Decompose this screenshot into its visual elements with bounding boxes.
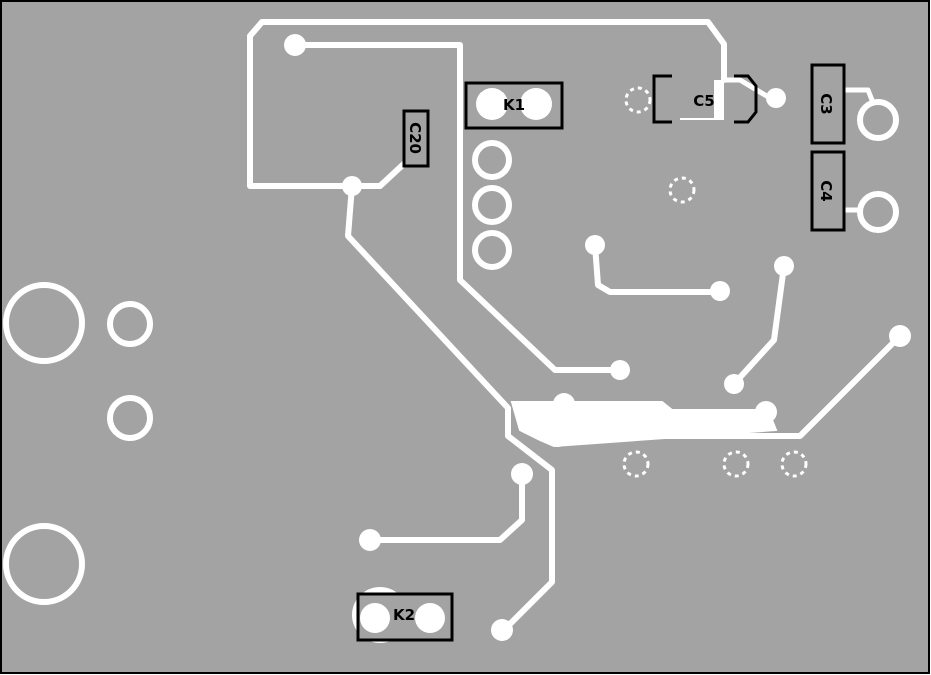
trace-top-loop [247, 19, 727, 189]
k1-pad-2 [472, 140, 512, 180]
via-11 [547, 425, 569, 447]
c4-label: C4 [817, 180, 835, 201]
via-14 [491, 619, 513, 641]
dashed-pad-c5 [624, 86, 652, 114]
component-k1: K1 [464, 81, 564, 130]
pad-round-1 [107, 301, 153, 347]
k1-label: K1 [503, 96, 525, 114]
c5-outline-left [652, 74, 672, 124]
c4-outline [810, 150, 846, 232]
copper-traces [247, 19, 903, 633]
trace-lower-left [369, 475, 525, 543]
trace-diagonal-main [345, 183, 555, 633]
c20-outline [402, 109, 430, 168]
k1-pad-1 [476, 88, 508, 120]
c5-body [668, 80, 714, 118]
trace-wide-bus [510, 401, 778, 448]
trace-c20 [352, 157, 411, 189]
dashed-pads [622, 86, 808, 478]
mounting-holes [3, 282, 153, 605]
trace-right-diag [731, 263, 787, 387]
k2-pad-2 [415, 603, 445, 633]
pad-round-2 [107, 395, 153, 441]
pad-c3 [857, 99, 899, 141]
dashed-pad-4 [780, 450, 808, 478]
via-3 [585, 235, 605, 255]
via-pads [284, 34, 911, 641]
pad-c4 [857, 191, 899, 233]
c20-label: C20 [406, 122, 424, 154]
k1-pad-1b [520, 88, 552, 120]
mount-hole-1 [3, 282, 85, 364]
dashed-pad-1 [668, 176, 696, 204]
c5-outline-right [734, 74, 758, 124]
component-k2: K2 [352, 587, 454, 643]
via-4 [710, 281, 730, 301]
c5-label: C5 [693, 92, 714, 110]
via-7 [724, 374, 744, 394]
k1-pad-4 [472, 230, 512, 270]
component-c3: C3 [810, 63, 846, 145]
component-c5: C5 [652, 74, 758, 124]
via-13 [359, 529, 381, 551]
via-6 [889, 325, 911, 347]
via-2 [342, 176, 362, 196]
trace-mid-short [592, 242, 723, 295]
k1-pad-3 [472, 185, 512, 225]
c3-outline [810, 63, 846, 145]
k1-pad-column [472, 140, 512, 270]
dashed-pad-3 [722, 450, 750, 478]
via-1 [284, 34, 306, 56]
via-9 [553, 393, 575, 415]
via-5 [774, 256, 794, 276]
via-12 [511, 463, 533, 485]
dashed-pad-2 [622, 450, 650, 478]
c3-label: C3 [817, 93, 835, 114]
via-15 [766, 88, 786, 108]
trace-k1-column [292, 42, 623, 373]
k2-pad-1 [360, 603, 390, 633]
k2-label: K2 [393, 606, 415, 624]
trace-c5 [722, 77, 773, 101]
mount-hole-2 [3, 523, 85, 605]
component-c20: C20 [402, 109, 430, 168]
component-c4: C4 [810, 150, 846, 232]
via-8 [610, 360, 630, 380]
via-10 [755, 401, 777, 423]
